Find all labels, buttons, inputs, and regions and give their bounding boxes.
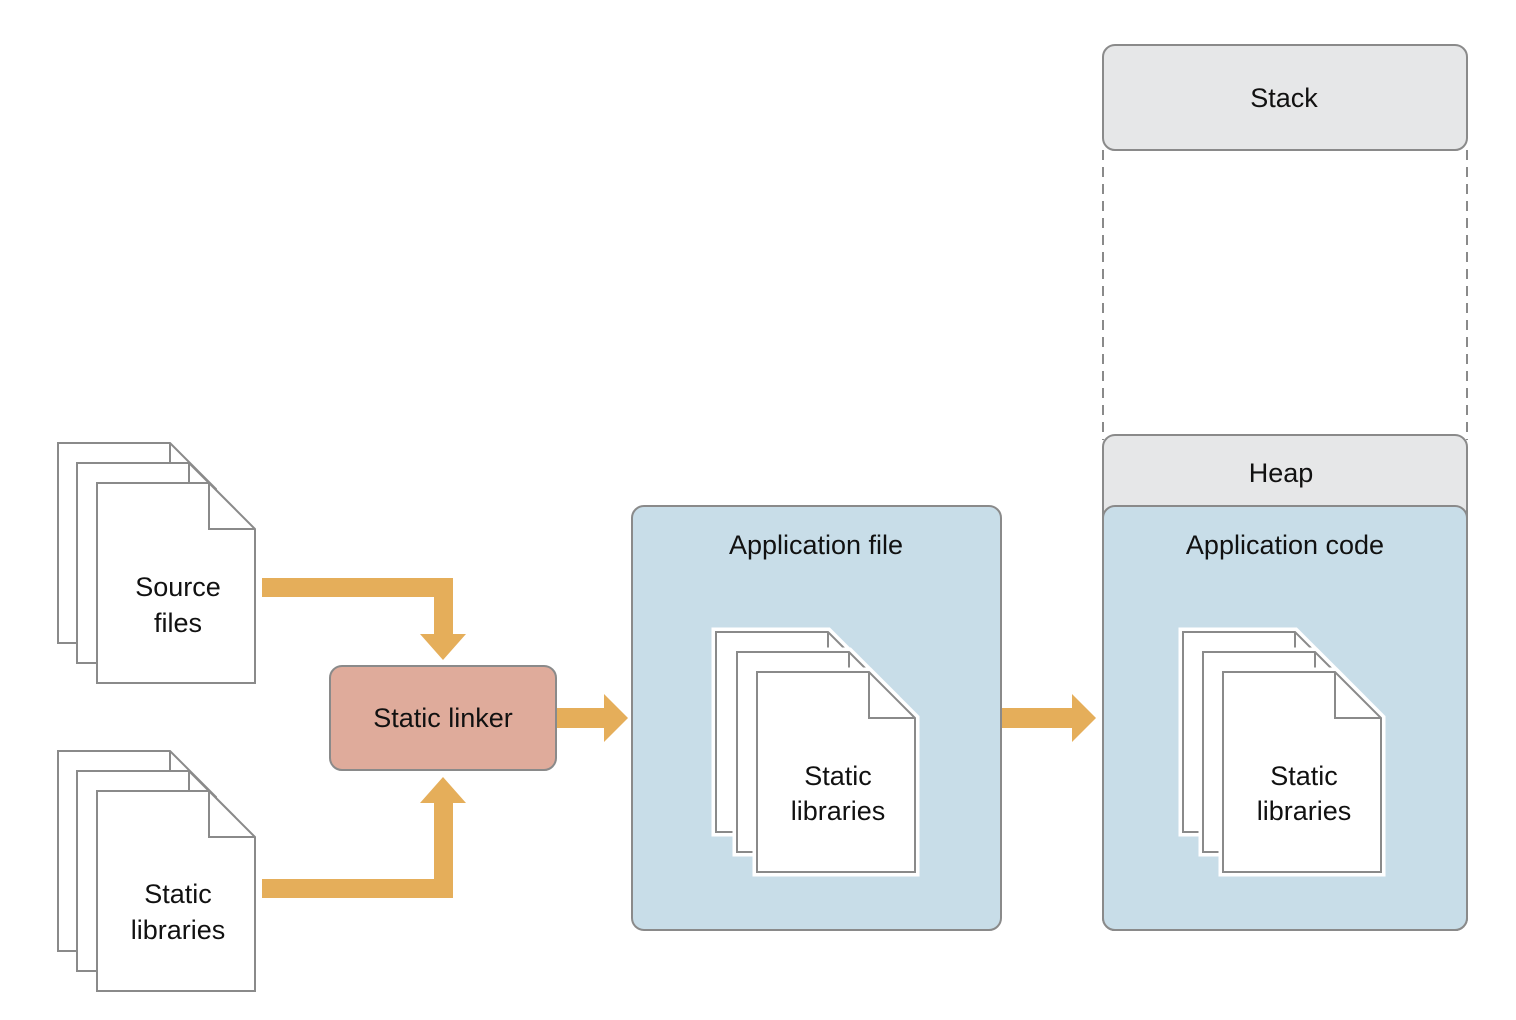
application-file-inner-label-line2: libraries [791,796,886,826]
linker-to-application-file-arrow [557,694,628,742]
source-files-icon: Source files [57,442,256,684]
application-code-static-libraries-icon: Static libraries [1183,632,1381,872]
static-linker-label: Static linker [373,703,513,733]
static-linker-box: Static linker [329,665,557,771]
heap-label: Heap [1249,458,1314,488]
static-libraries-input-icon: Static libraries [57,750,256,992]
application-file-inner-label-line1: Static [804,761,872,791]
application-file-static-libraries-icon: Static libraries [716,632,915,872]
stack-label: Stack [1250,83,1318,113]
source-to-linker-arrow [262,578,466,660]
application-file-title: Application file [729,530,903,560]
application-code-inner-label-line1: Static [1270,761,1338,791]
application-file-to-memory-arrow [1002,694,1096,742]
stack-box: Stack [1102,44,1468,151]
source-files-label-line1: Source [135,572,221,602]
application-code-inner-label-line2: libraries [1257,796,1352,826]
source-files-label-line2: files [154,608,202,638]
application-file-box: Application file Static libraries [631,505,1002,931]
memory-layout: Stack Heap Application code Static libra… [1102,44,1468,931]
application-code-box: Application code Static libraries [1102,505,1468,931]
static-libraries-input-label-line2: libraries [131,915,226,945]
application-code-title: Application code [1186,530,1384,560]
libraries-to-linker-arrow [262,777,466,898]
static-libraries-input-label-line1: Static [144,879,212,909]
